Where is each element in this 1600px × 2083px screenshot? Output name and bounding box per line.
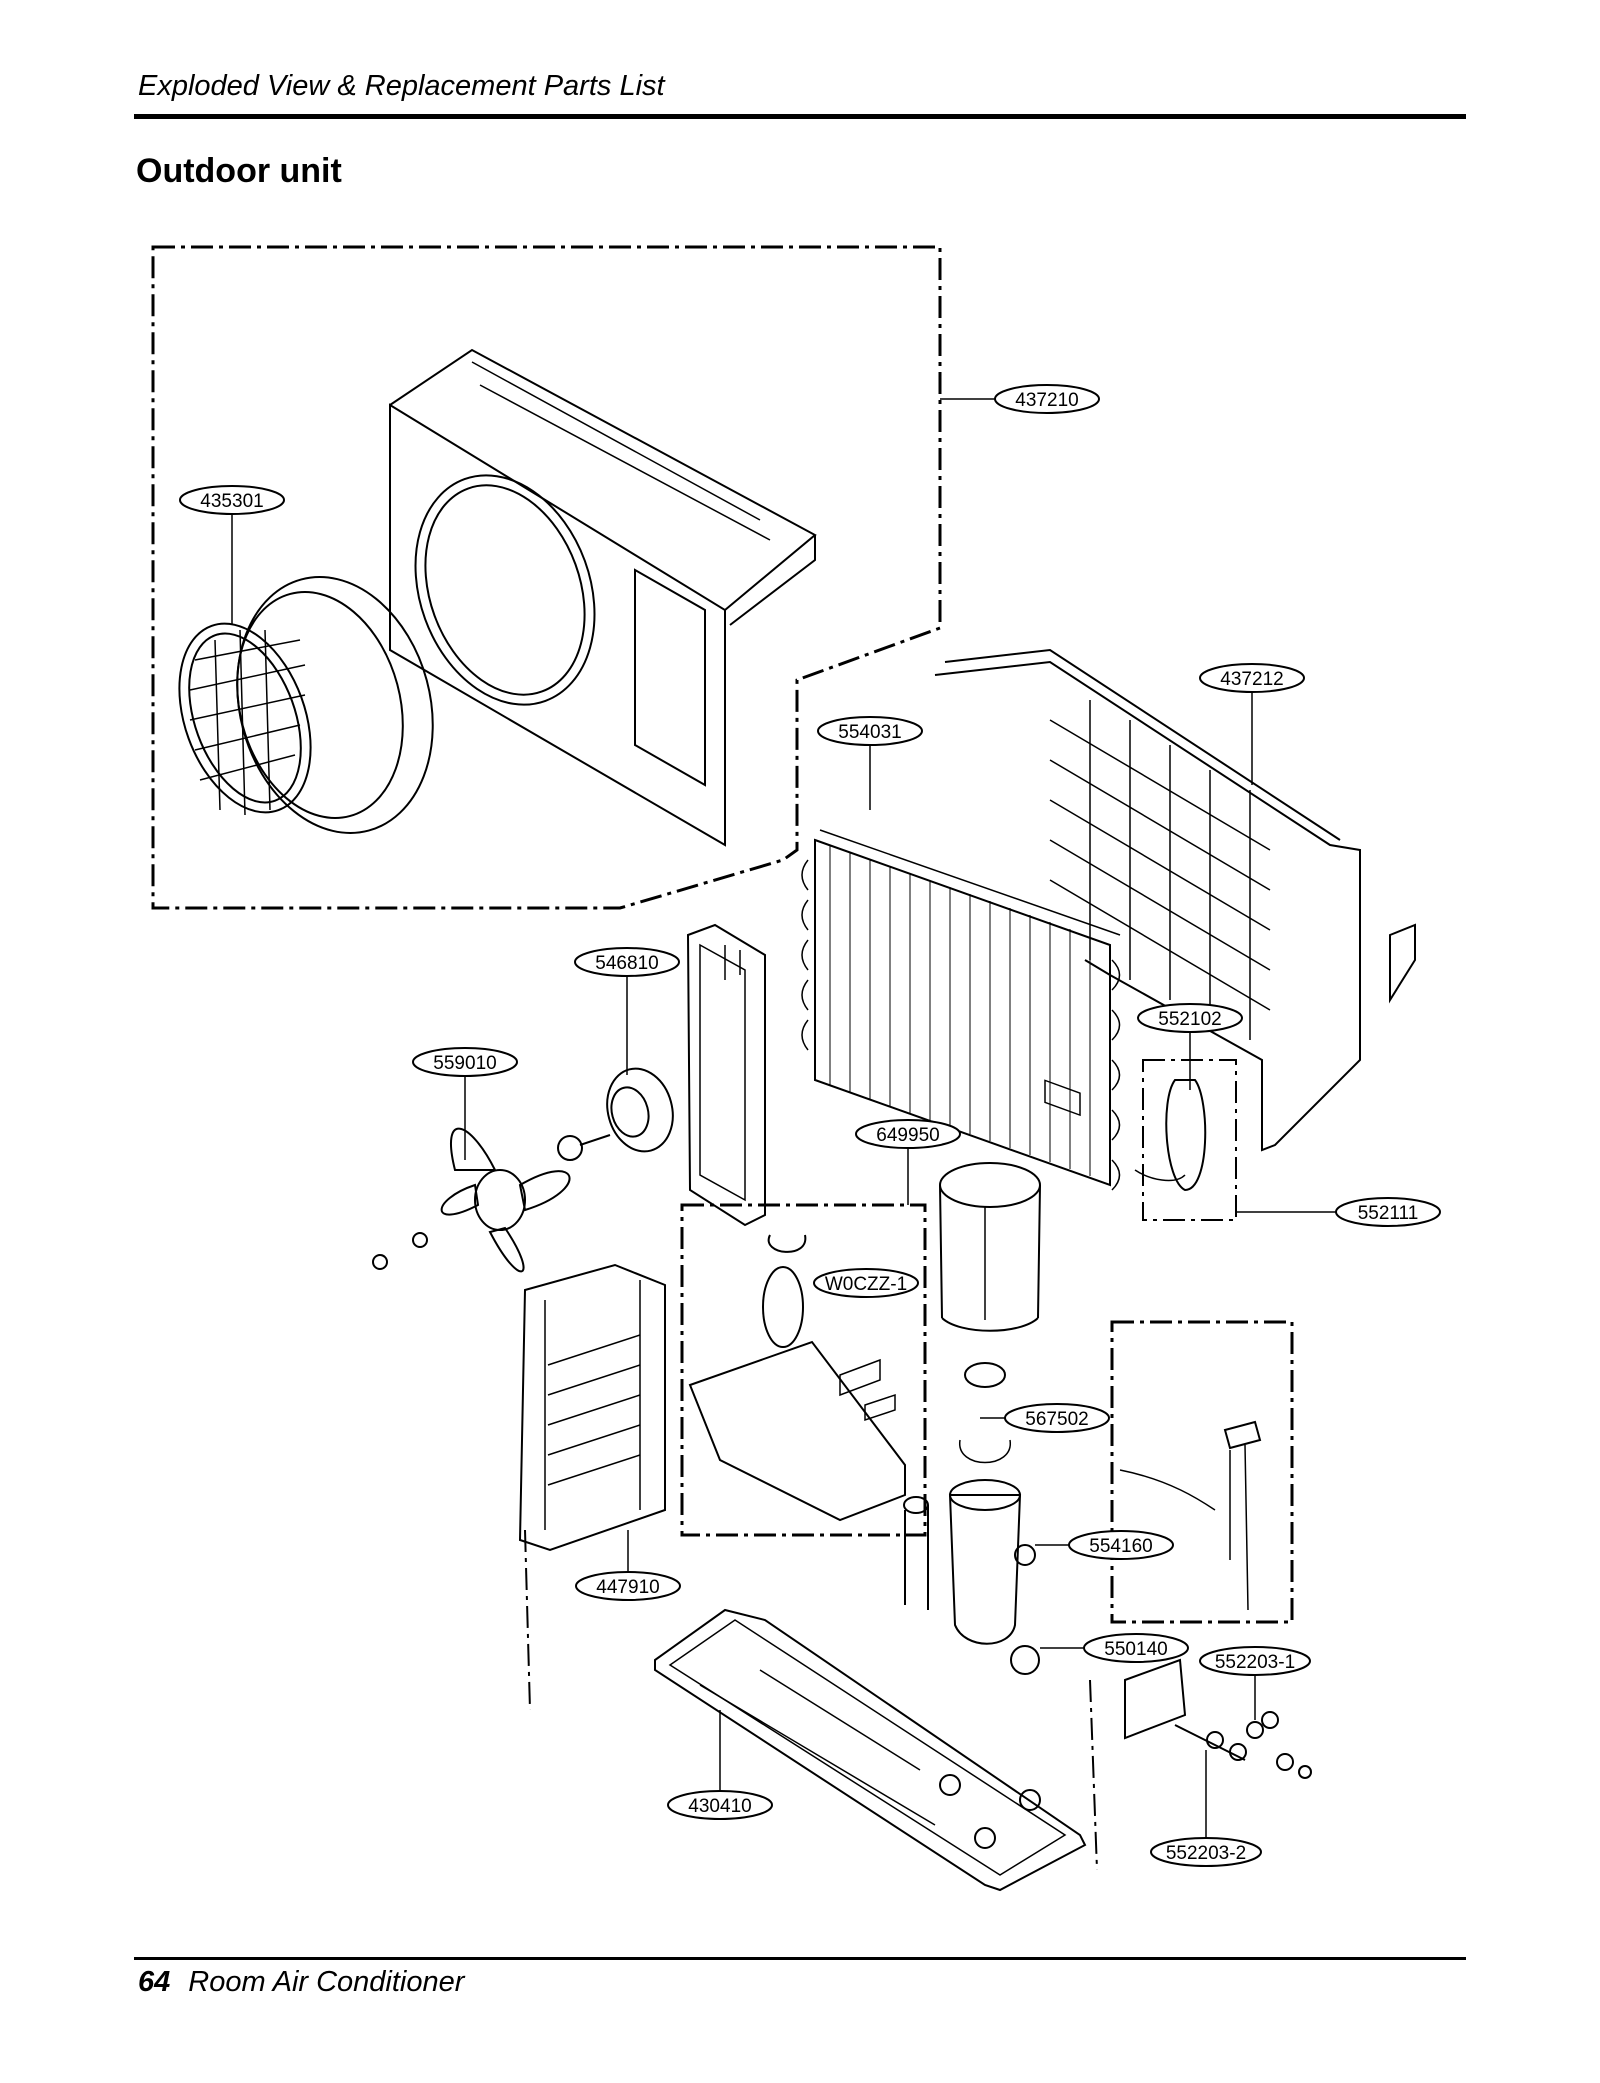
callout-437212: 437212 <box>1199 663 1305 693</box>
callout-649950: 649950 <box>855 1119 961 1149</box>
callout-447910: 447910 <box>575 1571 681 1601</box>
control-box-group-boundary <box>680 1203 927 1537</box>
callout-550140: 550140 <box>1083 1633 1189 1663</box>
svg-text:430410: 430410 <box>688 1796 751 1817</box>
compressor-cover <box>939 1162 1041 1332</box>
callout-552203-2: 552203-2 <box>1150 1837 1262 1867</box>
footer: 64 Room Air Conditioner <box>138 1966 464 1999</box>
callout-437210: 437210 <box>994 384 1100 414</box>
heater-band <box>1134 1079 1207 1192</box>
side-panel <box>518 1263 666 1552</box>
group-boundaries <box>151 245 1294 1871</box>
callout-554031: 554031 <box>817 716 923 746</box>
base-group-boundary <box>524 1529 1098 1871</box>
svg-text:435301: 435301 <box>200 491 263 512</box>
svg-text:447910: 447910 <box>596 1577 659 1598</box>
service-valves <box>1124 1658 1312 1779</box>
rear-grid-panel <box>934 648 1416 1152</box>
propeller-fan <box>372 1127 583 1273</box>
front-cabinet-panel <box>389 348 817 847</box>
section-title: Outdoor unit <box>136 152 342 190</box>
fan-motor <box>579 1067 674 1153</box>
compressor <box>903 1362 1040 1675</box>
valve-group-boundary <box>1110 1320 1294 1624</box>
callout-554160: 554160 <box>1068 1530 1174 1560</box>
condenser-coil <box>801 829 1121 1191</box>
base-pan <box>654 1608 1087 1892</box>
callout-430410: 430410 <box>667 1790 773 1820</box>
header-title: Exploded View & Replacement Parts List <box>138 70 665 102</box>
header-rule <box>134 114 1466 119</box>
callout-552102: 552102 <box>1137 1003 1243 1033</box>
orifice-ring <box>236 576 434 834</box>
callout-559010: 559010 <box>412 1047 518 1077</box>
svg-text:554160: 554160 <box>1089 1536 1152 1557</box>
leader-lines <box>231 398 1337 1838</box>
document-title: Room Air Conditioner <box>188 1966 465 1998</box>
callout-W0CZZ-1: W0CZZ-1 <box>813 1268 919 1298</box>
svg-text:550140: 550140 <box>1104 1639 1167 1660</box>
svg-text:437210: 437210 <box>1015 390 1078 411</box>
cabinet-group-boundary <box>151 245 942 910</box>
front-grille <box>178 622 312 816</box>
svg-text:552111: 552111 <box>1358 1203 1419 1224</box>
svg-text:649950: 649950 <box>876 1125 939 1146</box>
footer-rule <box>134 1957 1466 1960</box>
svg-text:546810: 546810 <box>595 953 658 974</box>
callout-552203-1: 552203-1 <box>1199 1646 1311 1676</box>
svg-text:552102: 552102 <box>1158 1009 1221 1030</box>
svg-text:W0CZZ-1: W0CZZ-1 <box>825 1274 907 1295</box>
callout-552111: 552111 <box>1335 1197 1441 1227</box>
callout-567502: 567502 <box>1004 1403 1110 1433</box>
page-number: 64 <box>138 1966 171 1998</box>
svg-text:552203-1: 552203-1 <box>1215 1652 1295 1673</box>
svg-text:554031: 554031 <box>838 722 901 743</box>
callout-435301: 435301 <box>179 485 285 515</box>
svg-text:567502: 567502 <box>1025 1409 1088 1430</box>
four-way-valve <box>1119 1420 1262 1611</box>
svg-text:437212: 437212 <box>1220 669 1283 690</box>
control-box <box>688 1234 906 1522</box>
svg-text:552203-2: 552203-2 <box>1166 1843 1246 1864</box>
motor-bracket <box>686 923 766 1227</box>
callout-546810: 546810 <box>574 947 680 977</box>
svg-text:559010: 559010 <box>433 1053 496 1074</box>
